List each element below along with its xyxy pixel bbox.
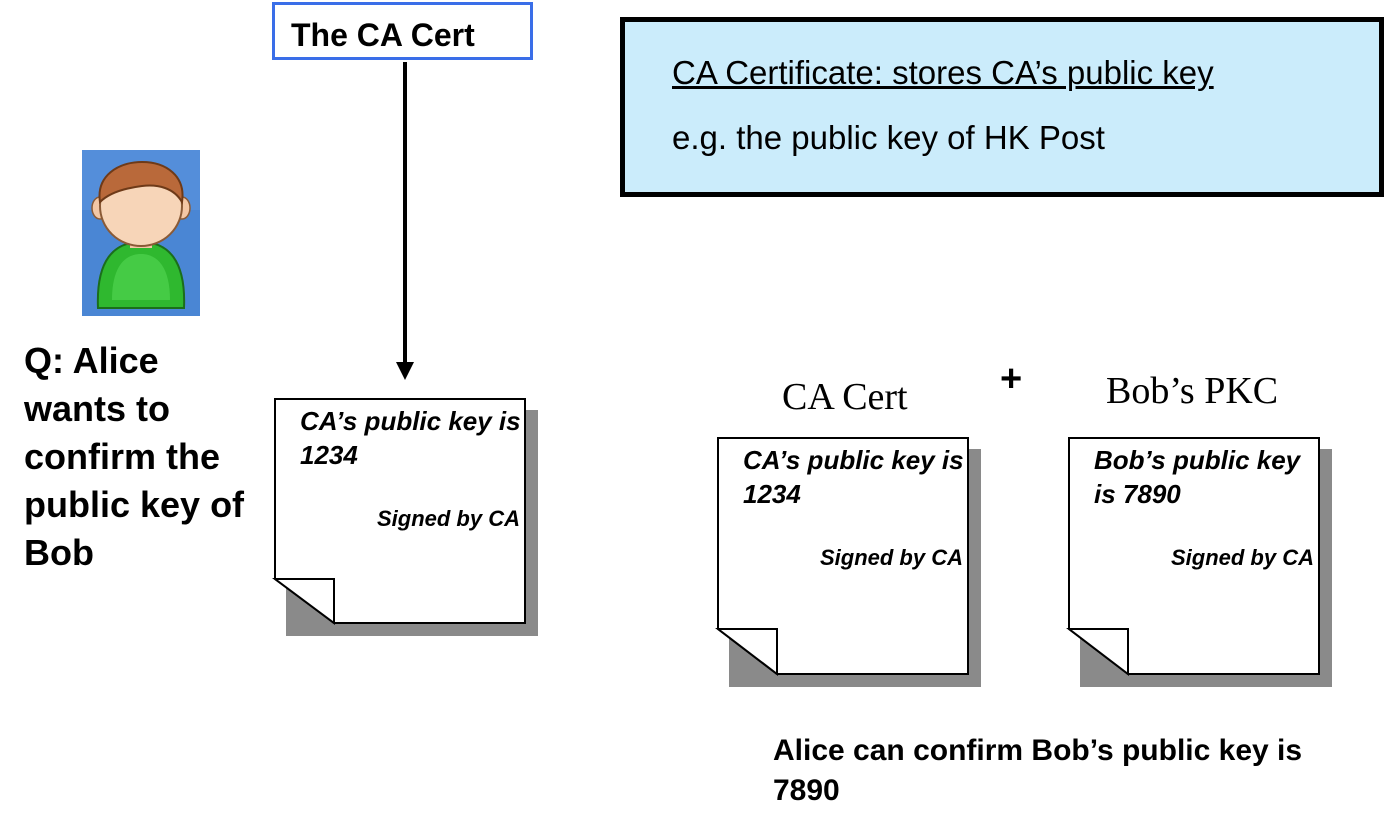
info-example: e.g. the public key of HK Post <box>672 119 1105 156</box>
document-page-icon <box>1066 437 1320 677</box>
document-signature: Signed by CA <box>819 545 963 570</box>
document-signature: Signed by CA <box>1170 545 1314 570</box>
ca-cert-document-copy: CA’s public key is 1234 Signed by CA <box>715 437 981 687</box>
conclusion-text: Alice can confirm Bob’s public key is 78… <box>773 734 1303 807</box>
document-key-text: CA’s public key is 1234 <box>300 406 521 470</box>
document-signature: Signed by CA <box>376 506 520 531</box>
ca-cert-label-box: The CA Cert <box>272 2 533 60</box>
ca-cert-caption: CA Cert <box>782 376 908 418</box>
bob-pkc-document: Bob’s public key is 7890 Signed by CA <box>1066 437 1332 687</box>
document-key-text: Bob’s public key is 7890 <box>1094 445 1301 509</box>
plus-sign: + <box>1000 358 1023 400</box>
ca-cert-label: The CA Cert <box>291 17 475 53</box>
person-avatar-icon <box>82 150 200 316</box>
question-text: Q: Alice wants to confirm the public key… <box>24 340 245 573</box>
info-title: CA Certificate: stores CA’s public key <box>672 54 1214 91</box>
document-page-icon <box>715 437 969 677</box>
document-page-icon <box>271 398 526 625</box>
info-box: CA Certificate: stores CA’s public key e… <box>620 17 1384 197</box>
document-key-text: CA’s public key is 1234 <box>743 445 964 509</box>
ca-cert-document: CA’s public key is 1234 Signed by CA <box>271 398 538 636</box>
bob-pkc-caption: Bob’s PKC <box>1106 370 1279 412</box>
down-arrow <box>396 62 414 380</box>
